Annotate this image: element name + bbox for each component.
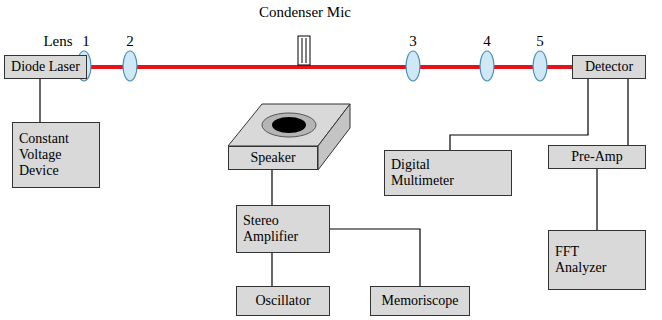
detector-box: Detector (572, 55, 646, 79)
box-text: Pre-Amp (571, 149, 622, 165)
box-text: Detector (585, 59, 633, 75)
callout-number: 5 (536, 33, 544, 49)
microphone-stripe (302, 38, 303, 63)
callout-number: 3 (409, 33, 417, 49)
box-text: Diode Laser (11, 59, 80, 75)
laser-box: Diode Laser (4, 55, 87, 79)
speaker-cone-rim (262, 113, 316, 137)
box-text: Stereo Amplifier (243, 213, 313, 245)
lens-symbol (123, 51, 137, 81)
oscilloscope-box: Memoriscope (370, 286, 470, 316)
signal-wire (330, 229, 420, 286)
speaker-cone (272, 117, 306, 133)
microphone-stripe (306, 38, 307, 63)
box-text: Speaker (250, 150, 295, 166)
box-text: Memoriscope (382, 293, 459, 309)
callout-number: 1 (82, 33, 90, 49)
speaker-side (318, 104, 350, 170)
part-label: Lens (43, 33, 72, 49)
oscillator-box: Oscillator (236, 286, 330, 316)
signal-wire (271, 170, 272, 205)
lens-symbol (533, 51, 547, 81)
signal-wire (271, 253, 272, 286)
part-label: Condenser Mic (259, 4, 351, 20)
amplifier-box: Stereo Amplifier (236, 205, 330, 253)
power-supply-box: Constant Voltage Device (12, 122, 100, 188)
microphone-body (298, 36, 310, 65)
multimeter-box: Digital Multimeter (384, 150, 512, 196)
lens-symbol (480, 51, 494, 81)
box-text: FFT Analyzer (555, 244, 615, 276)
signal-wire (39, 79, 40, 122)
box-text: Oscillator (255, 293, 310, 309)
speaker-box: Speaker (228, 146, 318, 170)
lens-symbol (406, 51, 420, 81)
signal-wire (450, 79, 588, 150)
signal-wire (627, 79, 628, 145)
callout-number: 2 (126, 33, 134, 49)
preamp-box: Pre-Amp (548, 145, 646, 169)
signal-wire (596, 169, 597, 230)
analyzer-box: FFT Analyzer (548, 230, 646, 290)
callout-number: 4 (483, 33, 491, 49)
laser-beam (87, 65, 572, 69)
box-text: Digital Multimeter (391, 157, 461, 189)
box-text: Constant Voltage Device (19, 131, 79, 179)
